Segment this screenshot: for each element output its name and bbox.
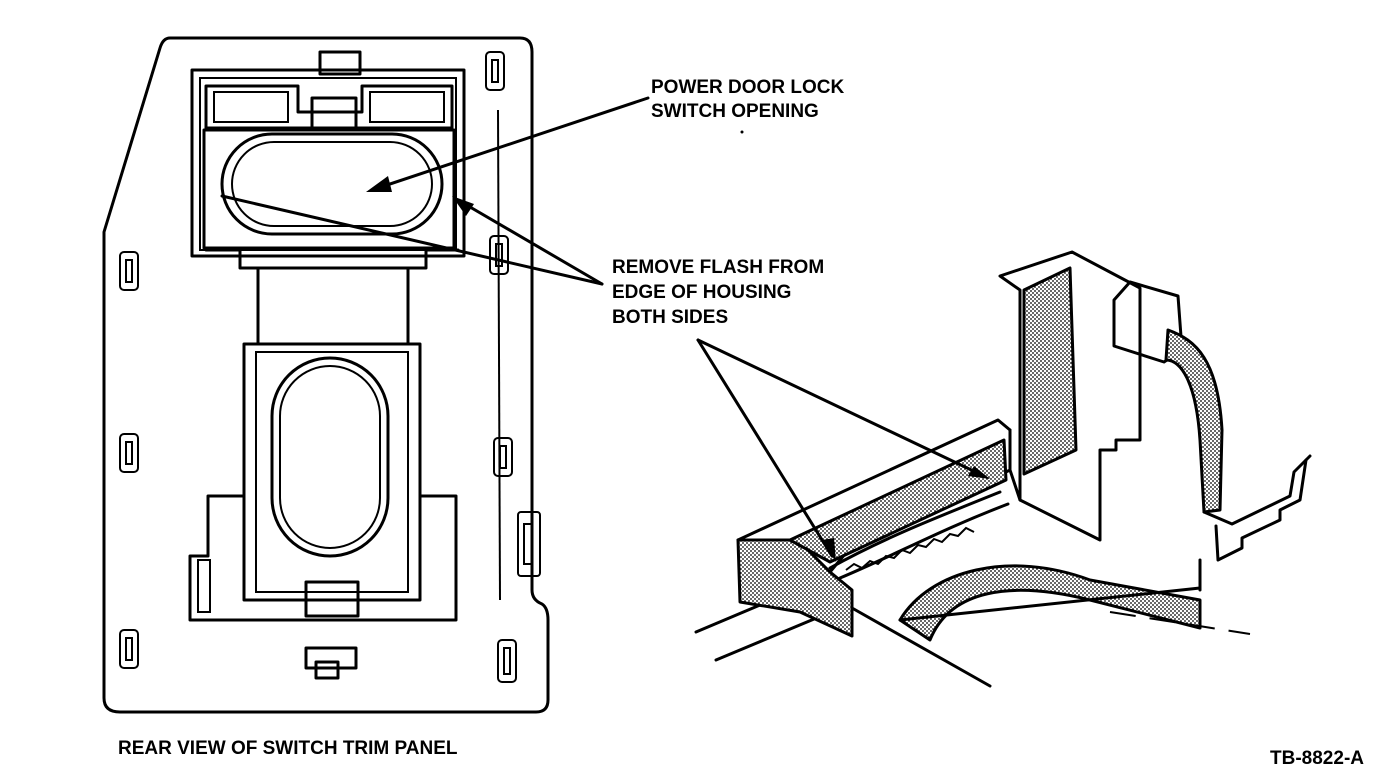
switch-opening-label-line-1: POWER DOOR LOCK	[651, 77, 844, 98]
remove-flash-label-line-3: BOTH SIDES	[612, 307, 728, 328]
figure-id: TB-8822-A	[1270, 748, 1364, 769]
panel-outline	[102, 36, 550, 714]
leader-lines	[220, 96, 990, 562]
trim-panel-rear-view	[102, 36, 550, 714]
upper-switch-housing	[190, 50, 466, 258]
remove-flash-label-line-1: REMOVE FLASH FROM	[612, 257, 824, 278]
door-lock-switch-opening	[220, 132, 444, 236]
caption: REAR VIEW OF SWITCH TRIM PANEL	[118, 738, 458, 759]
housing-edge-detail	[694, 250, 1312, 688]
remove-flash-label-line-2: EDGE OF HOUSING	[612, 282, 791, 303]
lower-switch-housing	[188, 248, 460, 680]
left-mounting-tabs	[119, 251, 139, 669]
right-mounting-tabs	[485, 51, 541, 683]
switch-opening-label-line-2: SWITCH OPENING	[651, 101, 819, 122]
